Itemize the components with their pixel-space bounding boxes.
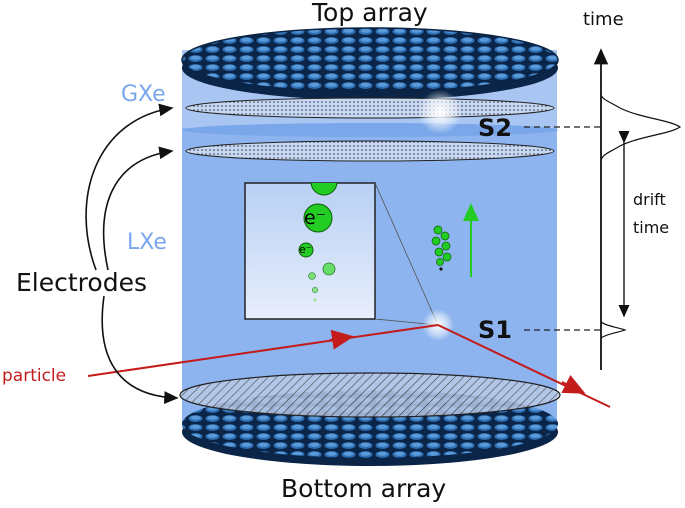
drift-time-label-line1: drift [633, 190, 666, 209]
electron-small-1 [322, 262, 336, 276]
particle-track-arrow [329, 329, 354, 350]
gate-electrode-top [185, 97, 555, 119]
electrode-arrow-lxe [102, 146, 174, 271]
lxe-label: LXe [127, 230, 167, 255]
electrode-arrow-bottom [101, 295, 179, 404]
electron-large [303, 203, 333, 233]
electron-small-3 [311, 286, 319, 294]
electron-medium-label: e⁻ [299, 243, 312, 256]
electron-large-label: e⁻ [304, 207, 326, 229]
top-pmt-array [182, 28, 558, 92]
particle-label: particle [2, 366, 67, 386]
electron-small-4 [313, 298, 317, 302]
s2-glow [418, 90, 462, 134]
drift-time-label-line2: time [633, 218, 670, 237]
electron-cloud-top [310, 183, 338, 196]
waveform [600, 94, 682, 339]
electron-small-2 [308, 272, 316, 280]
particle-track-in [87, 324, 439, 377]
s2-label: S2 [478, 114, 512, 142]
electron-cluster [431, 225, 452, 271]
cathode-electrode [179, 372, 561, 418]
electrodes-label: Electrodes [16, 268, 147, 297]
top-array-label: Top array [312, 0, 428, 27]
liquid-surface [182, 123, 558, 137]
time-axis-label: time [583, 9, 624, 30]
electron-medium [298, 242, 314, 258]
gate-electrode-lower [185, 140, 555, 162]
gxe-label: GXe [121, 82, 166, 107]
electrode-arrow-gxe [85, 103, 174, 271]
s1-label: S1 [478, 316, 512, 344]
particle-track-out-arrow [561, 375, 586, 394]
inset-zoom-line-top [374, 182, 439, 326]
bottom-array-label: Bottom array [281, 474, 447, 503]
